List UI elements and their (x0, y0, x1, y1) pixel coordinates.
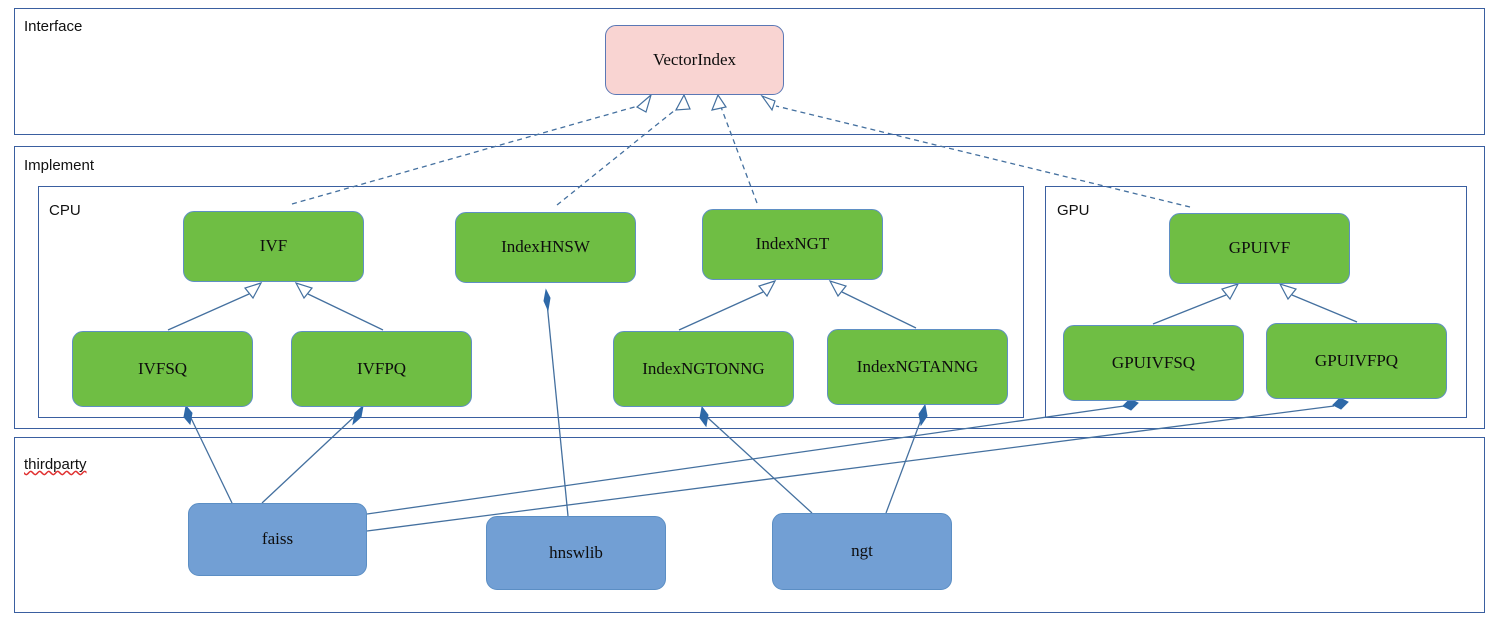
panel-label-gpu: GPU (1057, 202, 1090, 219)
node-ngt[interactable]: ngt (772, 513, 952, 590)
node-vectorindex[interactable]: VectorIndex (605, 25, 784, 95)
node-ivf[interactable]: IVF (183, 211, 364, 282)
node-label: IVFPQ (356, 358, 407, 378)
node-label: faiss (261, 529, 294, 549)
node-label: GPUIVFSQ (1111, 352, 1196, 372)
node-ivfpq[interactable]: IVFPQ (291, 331, 472, 407)
edge-faiss-to-gpuivfpq (366, 397, 1349, 532)
node-indexngtanng[interactable]: IndexNGTANNG (827, 329, 1008, 405)
edge-ivfsq-to-ivf (167, 281, 263, 331)
edge-indexngtanng-to-indexngt (828, 279, 917, 329)
node-label: IndexNGTANNG (856, 356, 979, 376)
node-label: ngt (851, 541, 873, 561)
panel-interface (14, 8, 1485, 135)
panel-thirdparty (14, 437, 1485, 613)
edge-indexngtonng-to-indexngt (678, 279, 777, 331)
node-label: hnswlib (549, 542, 603, 562)
node-gpuivfpq[interactable]: GPUIVFPQ (1266, 323, 1447, 399)
node-hnswlib[interactable]: hnswlib (486, 516, 666, 590)
edge-indexngt-to-vectorindex (711, 93, 758, 204)
edge-gpuivf-to-vectorindex (760, 94, 1191, 208)
edge-ivf-to-vectorindex (291, 93, 653, 205)
edge-faiss-to-ivfsq (183, 404, 233, 504)
panel-label-implement: Implement (24, 157, 95, 174)
edge-gpuivfsq-to-gpuivf (1152, 282, 1240, 325)
node-label: GPUIVFPQ (1314, 350, 1399, 370)
panel-label-thirdparty: thirdparty (24, 456, 87, 473)
node-gpuivfsq[interactable]: GPUIVFSQ (1063, 325, 1244, 401)
node-indexhnsw[interactable]: IndexHNSW (455, 212, 636, 283)
node-label: IndexNGT (755, 234, 830, 254)
panel-gpu (1045, 186, 1467, 418)
node-gpuivf[interactable]: GPUIVF (1169, 213, 1350, 284)
panel-implement (14, 146, 1485, 429)
panel-label-interface: Interface (24, 18, 83, 35)
node-indexngt[interactable]: IndexNGT (702, 209, 883, 280)
node-label: IVFSQ (137, 358, 188, 378)
node-label: GPUIVF (1228, 238, 1291, 258)
node-faiss[interactable]: faiss (188, 503, 367, 576)
panel-cpu (38, 186, 1024, 418)
node-indexngtonng[interactable]: IndexNGTONNG (613, 331, 794, 407)
edge-ivfpq-to-ivf (294, 281, 384, 331)
panel-label-cpu: CPU (49, 202, 81, 219)
edge-ngt-to-indexngtanng (885, 403, 928, 514)
edge-ngt-to-indexngtonng (699, 405, 813, 514)
node-ivfsq[interactable]: IVFSQ (72, 331, 253, 407)
edge-indexhnsw-to-vectorindex (556, 93, 691, 206)
edge-gpuivfpq-to-gpuivf (1278, 282, 1358, 323)
edge-faiss-to-gpuivfsq (366, 398, 1139, 515)
node-label: IVF (259, 236, 288, 256)
node-label: IndexNGTONNG (642, 358, 765, 378)
node-label: IndexHNSW (501, 237, 590, 257)
edge-hnswlib-to-indexhnsw (543, 288, 569, 517)
edge-faiss-to-ivfpq (261, 404, 364, 504)
node-label: VectorIndex (652, 49, 737, 69)
